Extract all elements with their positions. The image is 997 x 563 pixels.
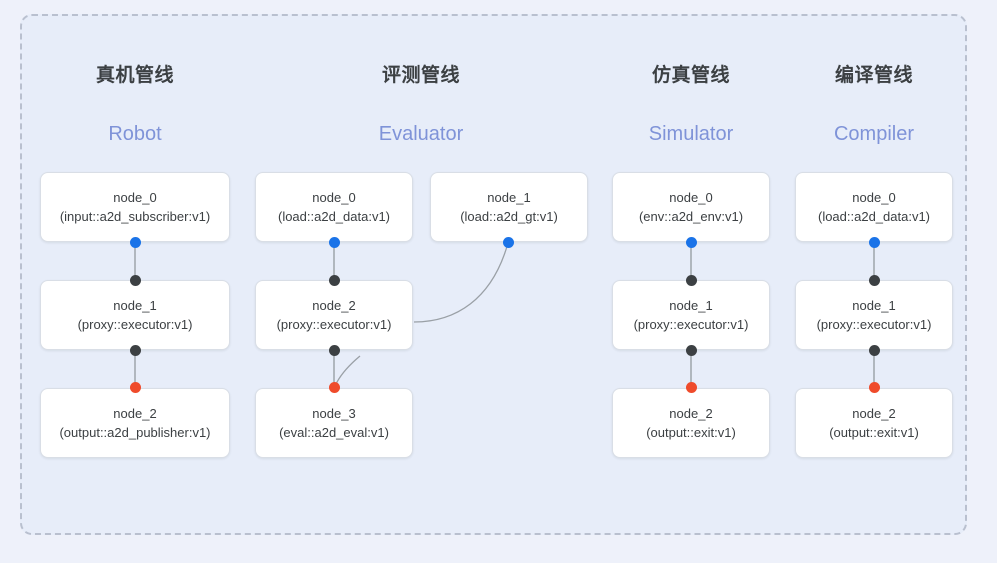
pipeline-column-evaluator: 评测管线 Evaluator bbox=[255, 0, 587, 563]
node-type: (load::a2d_gt:v1) bbox=[460, 209, 558, 224]
node-label: node_3 bbox=[312, 406, 356, 421]
port-output-node-compiler-0[interactable] bbox=[868, 236, 880, 248]
node-evaluator-2[interactable]: node_2 (proxy::executor:v1) bbox=[255, 280, 413, 350]
node-simulator-0[interactable]: node_0 (env::a2d_env:v1) bbox=[612, 172, 770, 242]
node-type: (proxy::executor:v1) bbox=[77, 317, 193, 332]
node-label: node_2 bbox=[852, 406, 896, 421]
node-compiler-0[interactable]: node_0 (load::a2d_data:v1) bbox=[795, 172, 953, 242]
port-input-node-robot-1[interactable] bbox=[129, 274, 141, 286]
node-label: node_0 bbox=[669, 190, 713, 205]
port-input-node-robot-2[interactable] bbox=[129, 381, 141, 393]
node-type: (proxy::executor:v1) bbox=[816, 317, 932, 332]
node-type: (output::exit:v1) bbox=[829, 425, 919, 440]
port-output-node-robot-1[interactable] bbox=[129, 344, 141, 356]
port-input-node-compiler-1[interactable] bbox=[868, 274, 880, 286]
node-label: node_1 bbox=[487, 190, 531, 205]
node-label: node_1 bbox=[852, 298, 896, 313]
port-output-node-simulator-0[interactable] bbox=[685, 236, 697, 248]
node-type: (load::a2d_data:v1) bbox=[817, 209, 931, 224]
port-input-node-evaluator-3[interactable] bbox=[328, 381, 340, 393]
node-label: node_0 bbox=[852, 190, 896, 205]
node-type: (proxy::executor:v1) bbox=[633, 317, 749, 332]
node-compiler-1[interactable]: node_1 (proxy::executor:v1) bbox=[795, 280, 953, 350]
port-input-node-evaluator-2[interactable] bbox=[328, 274, 340, 286]
node-label: node_1 bbox=[113, 298, 157, 313]
node-simulator-2[interactable]: node_2 (output::exit:v1) bbox=[612, 388, 770, 458]
port-output-node-simulator-1[interactable] bbox=[685, 344, 697, 356]
node-robot-0[interactable]: node_0 (input::a2d_subscriber:v1) bbox=[40, 172, 230, 242]
node-type: (load::a2d_data:v1) bbox=[277, 209, 391, 224]
node-simulator-1[interactable]: node_1 (proxy::executor:v1) bbox=[612, 280, 770, 350]
column-title-simulator: 仿真管线 bbox=[651, 65, 730, 86]
pipeline-column-simulator: 仿真管线 Simulator bbox=[612, 0, 770, 563]
port-output-node-compiler-1[interactable] bbox=[868, 344, 880, 356]
column-subtitle-evaluator: Evaluator bbox=[378, 123, 464, 145]
node-label: node_0 bbox=[312, 190, 356, 205]
node-label: node_0 bbox=[113, 190, 157, 205]
port-output-node-evaluator-2[interactable] bbox=[328, 344, 340, 356]
pipeline-column-robot: 真机管线 Robot bbox=[40, 0, 230, 563]
column-subtitle-simulator: Simulator bbox=[648, 123, 734, 145]
node-label: node_2 bbox=[113, 406, 157, 421]
pipeline-column-compiler: 编译管线 Compiler bbox=[795, 0, 953, 563]
node-evaluator-1[interactable]: node_1 (load::a2d_gt:v1) bbox=[430, 172, 588, 242]
node-robot-1[interactable]: node_1 (proxy::executor:v1) bbox=[40, 280, 230, 350]
node-type: (env::a2d_env:v1) bbox=[638, 209, 744, 224]
column-subtitle-compiler: Compiler bbox=[833, 123, 915, 145]
port-output-node-evaluator-1[interactable] bbox=[502, 236, 514, 248]
port-input-node-compiler-2[interactable] bbox=[868, 381, 880, 393]
column-title-evaluator: 评测管线 bbox=[381, 65, 460, 86]
node-type: (output::exit:v1) bbox=[646, 425, 736, 440]
node-evaluator-3[interactable]: node_3 (eval::a2d_eval:v1) bbox=[255, 388, 413, 458]
node-type: (eval::a2d_eval:v1) bbox=[279, 425, 389, 440]
port-output-node-robot-0[interactable] bbox=[129, 236, 141, 248]
port-input-node-simulator-2[interactable] bbox=[685, 381, 697, 393]
column-title-compiler: 编译管线 bbox=[834, 65, 913, 86]
node-type: (output::a2d_publisher:v1) bbox=[59, 425, 211, 440]
node-evaluator-0[interactable]: node_0 (load::a2d_data:v1) bbox=[255, 172, 413, 242]
column-subtitle-robot: Robot bbox=[108, 123, 162, 145]
port-input-node-simulator-1[interactable] bbox=[685, 274, 697, 286]
node-type: (input::a2d_subscriber:v1) bbox=[59, 209, 211, 224]
column-title-robot: 真机管线 bbox=[95, 65, 174, 86]
node-label: node_2 bbox=[669, 406, 713, 421]
node-compiler-2[interactable]: node_2 (output::exit:v1) bbox=[795, 388, 953, 458]
node-type: (proxy::executor:v1) bbox=[276, 317, 392, 332]
node-label: node_2 bbox=[312, 298, 356, 313]
node-label: node_1 bbox=[669, 298, 713, 313]
port-output-node-evaluator-0[interactable] bbox=[328, 236, 340, 248]
node-robot-2[interactable]: node_2 (output::a2d_publisher:v1) bbox=[40, 388, 230, 458]
